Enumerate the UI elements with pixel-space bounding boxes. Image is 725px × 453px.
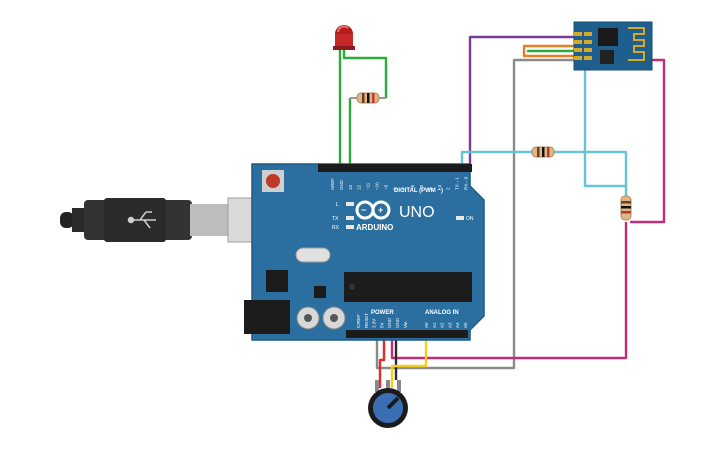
- power-pin-label-0: IOREF: [356, 314, 361, 328]
- digital-header-label: DIGITAL (PWM ~): [394, 188, 443, 194]
- led-l-label: L: [336, 202, 339, 208]
- analog-pin-label-3: A3: [447, 322, 452, 328]
- power-pin-label-4: GND: [387, 317, 392, 328]
- wire-red[interactable]: [378, 330, 386, 388]
- pot-knob-indicator: [386, 396, 400, 410]
- divider-resistor[interactable]: [620, 195, 632, 221]
- digital-pin-label-5: ~10: [375, 182, 380, 190]
- digital-pin-label-10: ~5: [419, 184, 424, 190]
- digital-header: [318, 164, 472, 172]
- usb-chip: [266, 270, 288, 292]
- digital-pin-label-11: 4: [428, 187, 433, 190]
- on-label: ON: [466, 216, 474, 222]
- wire-yellow[interactable]: [390, 330, 428, 388]
- board-brand: ARDUINO: [356, 223, 393, 232]
- digital-pin-labels: AREF GND 13 12 ~11 ~10~9 8 7 ~6 ~5 4 ~3 2 TX→1 RX←0: [330, 176, 469, 190]
- potentiometer[interactable]: [368, 380, 408, 428]
- digital-pin-label-1: GND: [339, 179, 344, 190]
- red-led[interactable]: [333, 25, 355, 50]
- power-pin-label-3: 5V: [379, 322, 384, 328]
- digital-pin-label-2: 13: [348, 184, 353, 190]
- power-pin-label-6: Vin: [403, 321, 408, 328]
- led-tx-label: TX: [332, 216, 339, 222]
- esp8266-wifi-module[interactable]: [573, 21, 653, 71]
- wire-magenta-esp[interactable]: [630, 58, 666, 224]
- power-pin-label-2: 3.3V: [372, 319, 377, 328]
- esp-pins: [574, 32, 592, 60]
- digital-pin-label-4: ~11: [366, 182, 371, 190]
- analog-pin-label-0: A0: [424, 322, 429, 328]
- led-rx-label: RX: [332, 225, 340, 231]
- board-model: UNO: [399, 204, 435, 221]
- digital-pin-label-12: ~3: [437, 184, 442, 190]
- svg-text:−: −: [361, 205, 366, 215]
- digital-pin-label-9: ~6: [410, 184, 415, 190]
- crystal: [295, 247, 331, 263]
- analog-pin-label-4: A4: [455, 322, 460, 328]
- power-header-label: POWER: [371, 310, 394, 316]
- digital-pin-label-7: 8: [392, 187, 397, 190]
- usb-icon: [127, 211, 156, 229]
- arduino-logo-icon: [355, 200, 391, 220]
- wire-orange[interactable]: [522, 44, 576, 58]
- digital-pin-label-8: 7: [401, 187, 406, 190]
- digital-pin-label-3: 12: [357, 184, 362, 190]
- wire-green-esp[interactable]: [526, 49, 576, 53]
- digital-pin-label-13: 2: [446, 187, 451, 190]
- wire-green-led-b[interactable]: [342, 50, 388, 98]
- led-resistor[interactable]: [350, 92, 386, 104]
- power-pin-label-5: GND: [395, 317, 400, 328]
- power-analog-header: [346, 330, 468, 338]
- dc-jack: [244, 300, 290, 334]
- analog-header-label: ANALOG IN: [425, 310, 459, 316]
- status-leds: [346, 202, 464, 229]
- digital-pin-label-14: TX→1: [455, 177, 460, 190]
- arduino-board[interactable]: − + UNO ARDUINO L TX RX ON DIGITAL (PWM …: [244, 163, 485, 341]
- digital-pin-label-6: ~9: [383, 184, 388, 190]
- digital-pin-label-15: RX←0: [464, 176, 469, 190]
- usb-cable[interactable]: [60, 197, 285, 243]
- digital-pin-label-0: AREF: [330, 178, 335, 190]
- analog-pin-label-5: A5: [463, 322, 468, 328]
- wire-purple[interactable]: [468, 35, 576, 168]
- analog-pin-label-1: A1: [432, 322, 437, 328]
- wire-magenta-gnd[interactable]: [390, 222, 628, 360]
- rx-resistor[interactable]: [531, 146, 555, 158]
- svg-text:+: +: [378, 205, 383, 215]
- wire-gray[interactable]: [375, 58, 576, 370]
- power-pin-label-1: RESET: [364, 313, 369, 328]
- analog-pin-label-2: A2: [440, 322, 445, 328]
- atmega-chip: [344, 272, 472, 302]
